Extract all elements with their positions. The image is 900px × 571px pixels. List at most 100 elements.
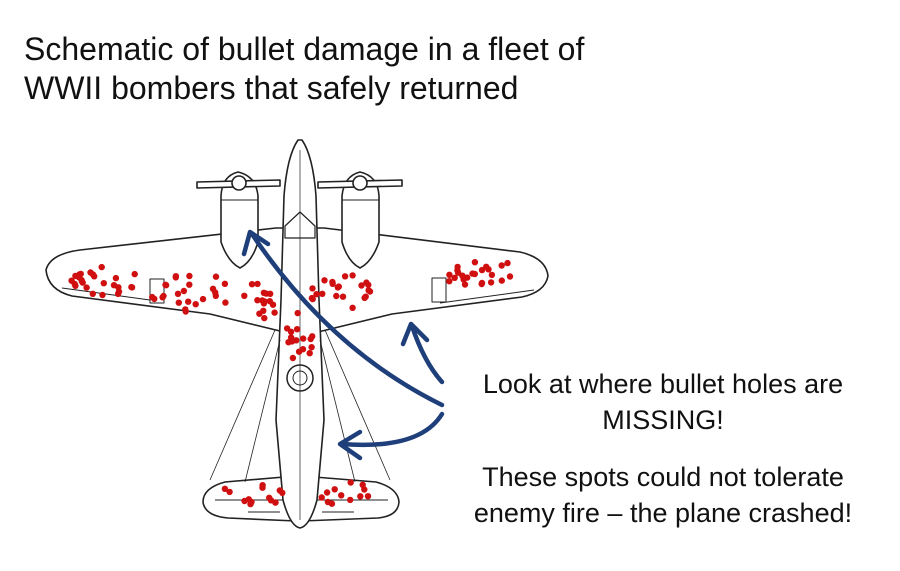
bullet-hole-dot	[498, 277, 505, 284]
annotation-missing-line-1: Look at where bullet holes are	[482, 369, 844, 399]
spinner-left	[231, 175, 247, 191]
bullet-hole-dot	[446, 271, 453, 278]
bullet-hole-dot	[77, 270, 85, 278]
bullet-hole-dot	[259, 297, 266, 304]
aileron-left	[61, 287, 151, 301]
bullet-hole-dot	[289, 354, 297, 362]
bullet-hole-dot	[186, 272, 193, 280]
annotation-missing-line-2: MISSING!	[602, 405, 724, 435]
bullet-hole-dot	[293, 326, 301, 333]
bullet-hole-dot	[259, 482, 266, 489]
bullet-hole-dot	[241, 292, 248, 299]
bullet-hole-dot	[308, 344, 315, 351]
annotation-crash-line-2: enemy fire – the plane crashed!	[473, 498, 853, 528]
bullet-hole-dot	[308, 294, 316, 302]
bullet-hole-dot	[115, 288, 123, 295]
bullet-hole-dot	[271, 309, 278, 316]
bullet-holes	[68, 259, 514, 508]
bullet-hole-dot	[319, 290, 326, 297]
bullet-hole-dot	[478, 279, 486, 287]
bullet-hole-dot	[349, 304, 356, 311]
bullet-hole-dot	[98, 263, 105, 271]
bullet-hole-dot	[338, 492, 345, 499]
bullet-hole-dot	[172, 273, 180, 280]
bullet-hole-dot	[128, 284, 136, 291]
bullet-hole-dot	[221, 280, 229, 287]
spinner-right	[352, 175, 368, 191]
bullet-hole-dot	[358, 282, 365, 289]
bullet-hole-dot	[331, 486, 338, 493]
bullet-hole-dot	[241, 497, 248, 505]
bullet-hole-dot	[469, 270, 476, 277]
bullet-hole-dot	[323, 489, 331, 496]
bullet-hole-dot	[498, 262, 505, 269]
bullet-hole-dot	[313, 291, 320, 298]
bullet-hole-dot	[260, 289, 268, 296]
aileron-right	[439, 289, 535, 304]
bullet-hole-dot	[464, 274, 471, 281]
bullet-hole-dot	[247, 500, 254, 508]
bullet-hole-dot	[254, 297, 261, 304]
bullet-hole-dot	[199, 295, 207, 303]
bullet-hole-dot	[192, 301, 199, 308]
bullet-hole-dot	[160, 292, 167, 300]
annotation-crash-line-1: These spots could not tolerate	[482, 462, 844, 492]
bullet-hole-dot	[347, 479, 354, 486]
bullet-hole-dot	[339, 293, 347, 300]
arrow-to-fuselage	[339, 411, 445, 448]
diagram-title-line-2: WWII bombers that safely returned	[24, 70, 519, 106]
bullet-hole-dot	[299, 346, 307, 353]
bullet-hole-dot	[269, 301, 277, 308]
bullet-hole-dot	[180, 287, 188, 295]
bullet-hole-dot	[112, 274, 120, 282]
bullet-hole-dot	[287, 328, 295, 335]
bullet-hole-dot	[294, 309, 301, 317]
bullet-hole-dot	[254, 280, 261, 288]
bullet-hole-dot	[357, 493, 364, 500]
bullet-hole-dot	[504, 259, 511, 267]
bullet-hole-dot	[212, 289, 219, 296]
bullet-hole-dot	[162, 281, 169, 288]
bullet-hole-dot	[307, 335, 314, 343]
bullet-hole-dot	[149, 293, 156, 301]
bullet-hole-dot	[78, 278, 86, 285]
arrow-to-engine-head	[241, 229, 271, 257]
bullet-hole-dot	[306, 350, 313, 357]
bullet-hole-dot	[329, 280, 336, 287]
bullet-hole-dot	[99, 291, 106, 299]
bullet-hole-dot	[267, 497, 275, 504]
bullet-hole-dot	[175, 299, 182, 306]
bullet-hole-dot	[333, 292, 340, 300]
bullet-hole-dot	[506, 273, 514, 280]
bullet-hole-dot	[212, 273, 220, 280]
bullet-hole-dot	[174, 290, 182, 297]
arrow-to-wing-root	[409, 323, 445, 385]
bullet-hole-dot	[362, 293, 369, 300]
bullet-hole-dot	[226, 488, 233, 496]
bullet-hole-dot	[288, 338, 296, 345]
bullet-hole-dot	[471, 259, 479, 266]
bullet-hole-dot	[131, 270, 138, 278]
bullet-hole-dot	[222, 299, 229, 306]
bullet-hole-dot	[488, 271, 496, 279]
bullet-hole-dot	[83, 284, 90, 291]
bullet-hole-dot	[100, 280, 108, 287]
flap-marker-right	[431, 277, 447, 303]
bullet-hole-dot	[485, 266, 492, 273]
bullet-hole-dot	[361, 486, 368, 493]
arrows	[241, 229, 445, 461]
bullet-hole-dot	[89, 290, 97, 297]
bullet-hole-dot	[221, 485, 229, 492]
flap-marker-left	[149, 278, 165, 304]
bullet-hole-dot	[363, 279, 370, 286]
bullet-hole-dot	[87, 269, 94, 276]
bullet-hole-dot	[182, 308, 189, 315]
airframe-outline	[45, 139, 549, 529]
bullet-hole-dot	[318, 494, 325, 501]
bullet-hole-dot	[451, 274, 458, 281]
bullet-hole-dot	[300, 335, 307, 342]
arrow-to-fuselage-head	[337, 429, 363, 461]
bullet-hole-dot	[487, 279, 495, 286]
